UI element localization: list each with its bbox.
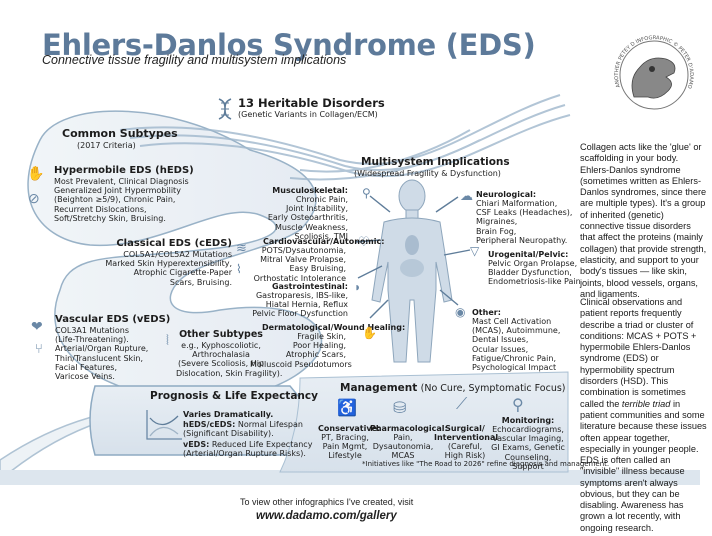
hand-skin-icon: ✋ <box>362 326 377 340</box>
other-subtypes-text: e.g., Kyphoscoliotic,Arthrochalasia(Seve… <box>176 341 283 378</box>
multisystem-title: Multisystem Implications <box>361 156 510 168</box>
bladder-icon: ▽ <box>470 244 480 258</box>
neuro-text: Chiari Malformation,CSF Leaks (Headaches… <box>476 199 573 245</box>
sidebar-paragraph-3: EDS is often called an "invisible" illne… <box>580 455 685 533</box>
knee-joint-icon: ⚲ <box>362 186 371 200</box>
hand-hypermobility-icon: ✋ <box>27 165 45 181</box>
dna-icon <box>216 98 234 120</box>
spine-icon: ⦚ <box>166 332 169 348</box>
multisystem-subtitle: (Widespread Fragility & Dysfunction) <box>354 169 501 178</box>
common-subtypes-title: Common Subtypes <box>62 127 178 140</box>
cardio-title: Cardiovascular/Autonomic: <box>263 237 385 246</box>
ceds-title: Classical EDS (cEDS) <box>116 238 232 249</box>
blood-vessel-icon: ⑂ <box>35 341 43 356</box>
other-subtypes-title: Other Subtypes <box>179 329 263 340</box>
heart-icon: ♡ <box>358 234 370 249</box>
derm-text: Fragile Skin,Poor Healing,Atrophic Scars… <box>250 332 352 369</box>
other-systems-title: Other: <box>472 308 501 317</box>
dinosaur-head-icon: ANOTHER PETEY D INFOGRAPHIC © PETER D'AD… <box>606 27 694 110</box>
musculoskeletal-text: Chronic Pain,Joint Instability,Early Ost… <box>267 195 348 241</box>
human-body-figure <box>371 179 453 363</box>
brain-icon: ☁ <box>460 188 473 203</box>
scar-icon: ⌇ <box>236 262 242 276</box>
management-item-monitoring: Monitoring: Echocardiograms,Vascular Ima… <box>491 416 565 471</box>
management-footnote: *Initiatives like "The Road to 2026" ref… <box>362 460 610 468</box>
veds-title: Vascular EDS (vEDS) <box>55 314 171 325</box>
heritable-title: 13 Heritable Disorders <box>238 96 385 110</box>
system-arrows <box>354 195 471 319</box>
stomach-icon: ◗ <box>354 280 362 294</box>
therapist-icon: ♿ <box>337 400 357 417</box>
no-person-icon: ⊘ <box>28 190 40 206</box>
pill-bottle-icon: ⛁ <box>393 400 407 417</box>
musculoskeletal-title: Musculoskeletal: <box>272 186 348 195</box>
prognosis-item-2: vEDS: Reduced Life Expectancy (Arterial/… <box>183 440 313 459</box>
sidebar-paragraph-1: Collagen acts like the 'glue' or scaffol… <box>580 142 707 299</box>
prognosis-lead: Varies Dramatically. <box>183 410 274 419</box>
gallery-link[interactable]: www.dadamo.com/gallery <box>256 510 397 522</box>
collagen-strands <box>119 94 571 181</box>
magnifier-heart-icon: ⚲ <box>512 397 524 414</box>
heart-organ-icon: ❤ <box>31 318 43 334</box>
management-item-pharmacological: Pharmacological: Pain,Dysautonomia,MCAS <box>370 424 448 461</box>
uro-title: Urogenital/Pelvic: <box>488 250 569 259</box>
gastro-title: Gastrointestinal: <box>271 282 348 291</box>
neuro-title: Neurological: <box>476 190 537 199</box>
scalpel-icon: ⟋ <box>456 396 468 413</box>
heritable-subtitle: (Genetic Variants in Collagen/ECM) <box>238 110 378 119</box>
prognosis-item-1: hEDS/cEDS: Normal Lifespan (Significant … <box>183 420 303 439</box>
page-title: Ehlers-Danlos Syndrome (EDS) <box>42 28 536 62</box>
page-subtitle: Connective tissue fragility and multisys… <box>42 53 347 67</box>
management-item-conservative: Conservative: PT, Bracing,Pain Mgmt,Life… <box>318 424 381 461</box>
derm-title: Dermatological/Wound Healing: <box>262 323 406 332</box>
stretched-skin-icon: ≋ <box>236 240 247 255</box>
management-panel <box>279 371 569 473</box>
other-systems-text: Mast Cell Activation(MCAS), Autoimmune,D… <box>472 317 561 373</box>
management-item-surgical: Surgical/ Interventional (Careful,High R… <box>434 424 499 461</box>
ribbon-shape <box>27 110 323 401</box>
uro-text: Pelvic Organ Prolapse,Bladder Dysfunctio… <box>488 259 581 287</box>
sidebar-paragraph-2: Clinical observations and patient report… <box>580 297 707 454</box>
heds-title: Hypermobile EDS (hEDS) <box>54 165 194 176</box>
gastro-text: Gastroparesis, IBS-like,Hiatal Hernia, R… <box>252 291 348 319</box>
management-title: Management (No Cure, Symptomatic Focus) <box>340 382 566 394</box>
lifespan-chart-icon <box>146 410 182 440</box>
footer-text: To view other infographics I've created,… <box>240 497 414 507</box>
veds-text: COL3A1 Mutations(Life-Threatening).Arter… <box>55 326 149 382</box>
common-subtypes-subtitle: (2017 Criteria) <box>77 141 136 150</box>
cardio-text: POTS/Dysautonomia,Mitral Valve Prolapse,… <box>253 246 346 283</box>
prognosis-title: Prognosis & Life Expectancy <box>150 390 318 402</box>
eye-icon: ◉ <box>455 305 466 319</box>
